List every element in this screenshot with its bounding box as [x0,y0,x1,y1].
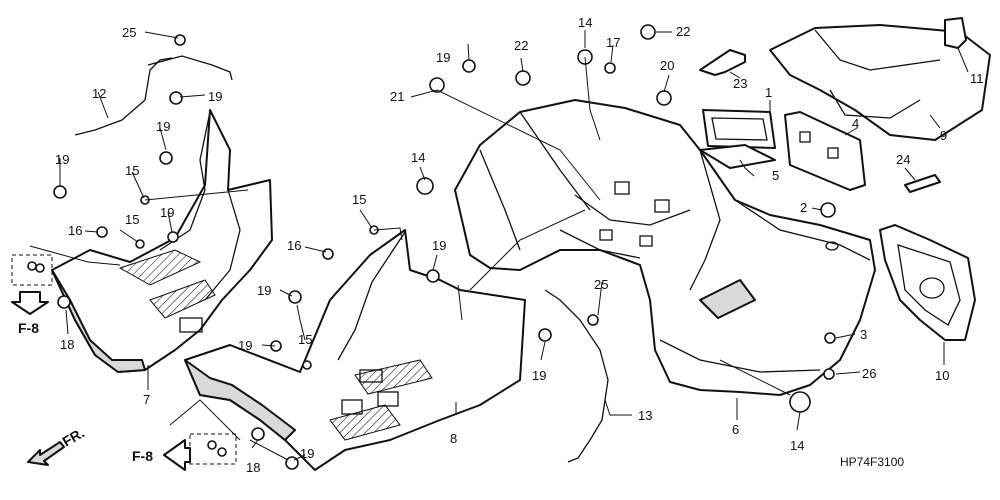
wire-part-12 [74,55,233,136]
callout-14-left: 14 [411,150,425,165]
callout-15-d: 15 [298,332,312,347]
callout-19-j: 19 [532,368,546,383]
callout-19-f: 19 [238,338,252,353]
callout-18-b: 18 [246,460,260,475]
callout-23: 23 [733,76,747,91]
rubber-seal-part-1 [702,109,776,149]
callout-19-i: 19 [436,50,450,65]
leader-lines [29,30,969,461]
rear-fender-part-6 [454,99,876,396]
callout-19-d: 19 [160,205,174,220]
callout-labels: 1 2 3 4 5 6 7 8 9 10 11 12 13 14 14 14 1… [55,15,984,475]
callout-14-bottom: 14 [790,438,804,453]
callout-12: 12 [92,86,106,101]
callout-14-top: 14 [578,15,592,30]
callout-2: 2 [800,200,807,215]
rubber-mat-part-5 [699,144,776,169]
callout-16-a: 16 [68,223,82,238]
callout-19-h: 19 [432,238,446,253]
strap-part-23 [699,49,746,76]
callout-1: 1 [765,85,772,100]
callout-15-b: 15 [125,212,139,227]
callout-9: 9 [940,128,947,143]
callout-6: 6 [732,422,739,437]
wire-part-13 [544,289,609,463]
callout-22-top: 22 [676,24,690,39]
latch-part-11 [944,17,967,49]
callout-19-c: 19 [208,89,222,104]
callout-10: 10 [935,368,949,383]
callout-22-left: 22 [514,38,528,53]
callout-17: 17 [606,35,620,50]
ref-label-f8-left: F-8 [18,320,39,336]
left-footrest-part-7 [51,109,273,373]
storage-lid-part-9 [769,24,991,141]
callout-13: 13 [638,408,652,423]
taillight-box-part-10 [879,224,976,341]
callout-24: 24 [896,152,910,167]
diagram-code: HP74F3100 [840,455,904,469]
callout-4: 4 [852,116,859,131]
right-footrest-part-8 [184,229,526,471]
callout-19-g: 19 [300,446,314,461]
callout-7: 7 [143,392,150,407]
callout-15-a: 15 [125,163,139,178]
callout-3: 3 [860,327,867,342]
callout-26: 26 [862,366,876,381]
f8-bottom-arrow-icon [163,439,191,471]
callout-19-a: 19 [55,152,69,167]
callout-25-top: 25 [122,25,136,40]
callout-20: 20 [660,58,674,73]
front-direction-arrow-icon [27,441,65,466]
callout-19-e: 19 [257,283,271,298]
bracket-part-4 [784,111,866,191]
f8-left-arrow-icon [11,291,49,315]
ref-label-f8-bottom: F-8 [132,448,153,464]
callout-11: 11 [970,71,984,86]
callout-8: 8 [450,431,457,446]
callout-19-b: 19 [156,119,170,134]
callout-5: 5 [772,168,779,183]
callout-25-mid: 25 [594,277,608,292]
callout-15-c: 15 [352,192,366,207]
callout-16-b: 16 [287,238,301,253]
callout-21: 21 [390,89,404,104]
callout-18-a: 18 [60,337,74,352]
strap-part-24 [904,174,941,193]
